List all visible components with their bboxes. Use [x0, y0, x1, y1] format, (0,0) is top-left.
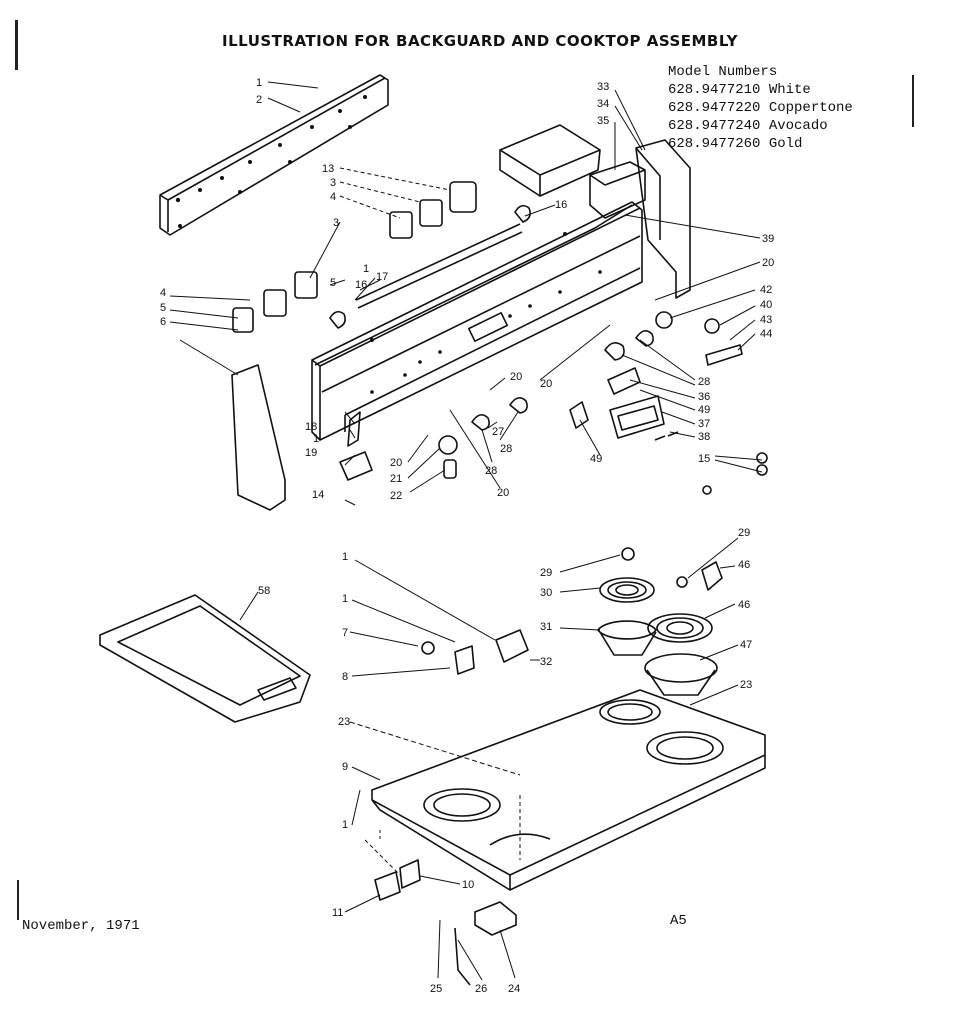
callout-label: 38: [698, 431, 710, 443]
callout-label: 16: [555, 199, 567, 211]
callout-label: 24: [508, 983, 520, 995]
callout-label: 27: [492, 426, 504, 438]
model-numbers-heading: Model Numbers: [668, 64, 778, 80]
right-side-knobs: [569, 311, 743, 441]
callout-label: 31: [540, 621, 552, 633]
model-number-item: 628.9477240 Avocado: [668, 118, 828, 134]
callout-label: 3: [333, 217, 339, 229]
backguard-rear-panel: [159, 74, 389, 236]
callout-label: 5: [160, 302, 166, 314]
callout-label: 1: [363, 263, 369, 275]
callout-label: 29: [738, 527, 750, 539]
callout-label: 46: [738, 599, 750, 611]
callout-label: 15: [698, 453, 710, 465]
callout-label: 49: [590, 453, 602, 465]
model-number-item: 628.9477220 Coppertone: [668, 100, 853, 116]
callout-label: 33: [597, 81, 609, 93]
callout-label: 11: [332, 907, 343, 919]
callout-label: 46: [738, 559, 750, 571]
callout-label: 21: [390, 473, 402, 485]
backguard-end-cap: [635, 139, 691, 299]
callout-label: 20: [390, 457, 402, 469]
callout-label: 2: [256, 94, 262, 106]
callout-label: 43: [760, 314, 772, 326]
callout-label: 3: [330, 177, 336, 189]
model-number-item: 628.9477210 White: [668, 82, 811, 98]
callout-label: 32: [540, 656, 552, 668]
footer-page-code: A5: [670, 913, 687, 929]
callout-label: 6: [160, 316, 166, 328]
callout-label: 23: [740, 679, 752, 691]
footer-date: November, 1971: [22, 918, 140, 934]
callout-label: 47: [740, 639, 752, 651]
callout-label: 30: [540, 587, 552, 599]
model-numbers-list: Model Numbers 628.9477210 White 628.9477…: [668, 63, 853, 153]
callout-label: 29: [540, 567, 552, 579]
callout-label: 1: [256, 77, 262, 89]
callout-labels: 1 2 13 3 4 16 3 5 1 16 17 4 5 6 33 34 35…: [160, 77, 774, 995]
screws: [702, 452, 768, 495]
callout-label: 16: [355, 279, 367, 291]
callout-label: 18: [305, 421, 317, 433]
callout-label: 13: [322, 163, 334, 175]
scan-edge-mark: [15, 20, 18, 70]
backguard-top-trim: [499, 124, 646, 219]
callout-label: 17: [376, 271, 388, 283]
control-switches: [232, 181, 531, 333]
callout-label: 14: [312, 489, 324, 501]
model-number-item: 628.9477260 Gold: [668, 136, 803, 152]
cooktop-lid-panel: [99, 594, 311, 723]
callout-label: 1: [342, 593, 348, 605]
callout-label: 23: [338, 716, 350, 728]
callout-label: 19: [305, 447, 317, 459]
callout-label: 1: [342, 819, 348, 831]
cooktop-hinge-parts: [374, 629, 529, 986]
callout-label: 8: [342, 671, 348, 683]
callout-label: 58: [258, 585, 270, 597]
callout-label: 39: [762, 233, 774, 245]
callout-label: 20: [762, 257, 774, 269]
callout-label: 20: [497, 487, 509, 499]
leader-lines: [169, 81, 763, 981]
scan-edge-mark: [17, 880, 19, 920]
callout-label: 28: [485, 465, 497, 477]
callout-label: 34: [597, 98, 609, 110]
callout-label: 26: [475, 983, 487, 995]
callout-label: 42: [760, 284, 772, 296]
backguard-left-end-cap: [231, 364, 286, 511]
callout-label: 1: [342, 551, 348, 563]
callout-label: 5: [330, 277, 336, 289]
callout-label: 37: [698, 418, 710, 430]
callout-label: 20: [540, 378, 552, 390]
model-list-bracket: [912, 75, 914, 127]
callout-label: 10: [462, 879, 474, 891]
callout-label: 9: [342, 761, 348, 773]
cooktop-main-top: [371, 689, 766, 891]
callout-label: 28: [698, 376, 710, 388]
surface-elements: [597, 547, 723, 696]
callout-label: 28: [500, 443, 512, 455]
page-title: ILLUSTRATION FOR BACKGUARD AND COOKTOP A…: [222, 32, 738, 50]
callout-label: 4: [330, 191, 336, 203]
callout-label: 20: [510, 371, 522, 383]
callout-label: 35: [597, 115, 609, 127]
callout-label: 36: [698, 391, 710, 403]
callout-label: 40: [760, 299, 772, 311]
backguard-control-panel: [311, 201, 643, 441]
callout-label: 49: [698, 404, 710, 416]
callout-label: 4: [160, 287, 166, 299]
callout-label: 25: [430, 983, 442, 995]
callout-label: 22: [390, 490, 402, 502]
callout-label: 7: [342, 627, 348, 639]
lower-knobs: [339, 397, 528, 481]
callout-label: 44: [760, 328, 772, 340]
callout-label: 1: [313, 433, 319, 445]
